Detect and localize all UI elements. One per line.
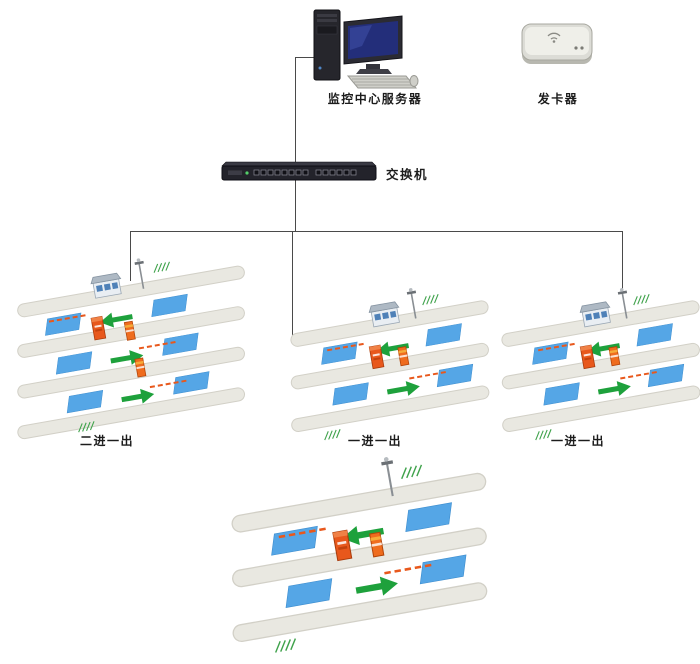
antenna-arc-icon: [547, 32, 561, 37]
switch-icon: [221, 161, 377, 181]
connection-line-drop-lane3: [622, 231, 623, 293]
server-label: 监控中心服务器: [327, 92, 423, 106]
server-icon: [313, 9, 419, 89]
server-tower: [313, 9, 341, 81]
connection-line-server-to-bus: [295, 57, 314, 58]
connection-line-bus-to-switch: [295, 57, 296, 162]
connection-line-distribution: [130, 231, 623, 232]
toll-lane-illustration-1: [5, 264, 255, 434]
server-monitor: [343, 15, 403, 74]
lane2-label: 一进一出: [347, 434, 402, 448]
one-entry-one-exit-lane: [483, 275, 700, 445]
server-mouse: [409, 75, 419, 87]
connection-line-drop-lane2: [292, 231, 293, 338]
connection-line-drop-lane1: [130, 231, 131, 281]
two-entry-one-exit-lane: [0, 241, 267, 443]
lane1-label: 二进一出: [79, 434, 134, 448]
switch-label: 交换机: [386, 167, 429, 182]
card-issuer-device: [521, 23, 593, 64]
toll-lane-illustration-4: [222, 462, 492, 655]
toll-lane-illustration-3: [494, 292, 700, 442]
switch-device: [221, 161, 377, 181]
toll-lane-illustration-2: [283, 292, 493, 442]
one-entry-one-exit-lane: [208, 441, 509, 659]
connection-line-switch-down: [295, 180, 296, 231]
switch-ports: [253, 169, 357, 176]
switch-led: [245, 171, 249, 175]
server-keyboard: [346, 75, 418, 89]
card-issuer-icon: [521, 23, 593, 64]
lane3-label: 一进一出: [550, 434, 605, 448]
card-issuer-label: 发卡器: [537, 92, 579, 106]
one-entry-one-exit-lane: [272, 275, 506, 445]
